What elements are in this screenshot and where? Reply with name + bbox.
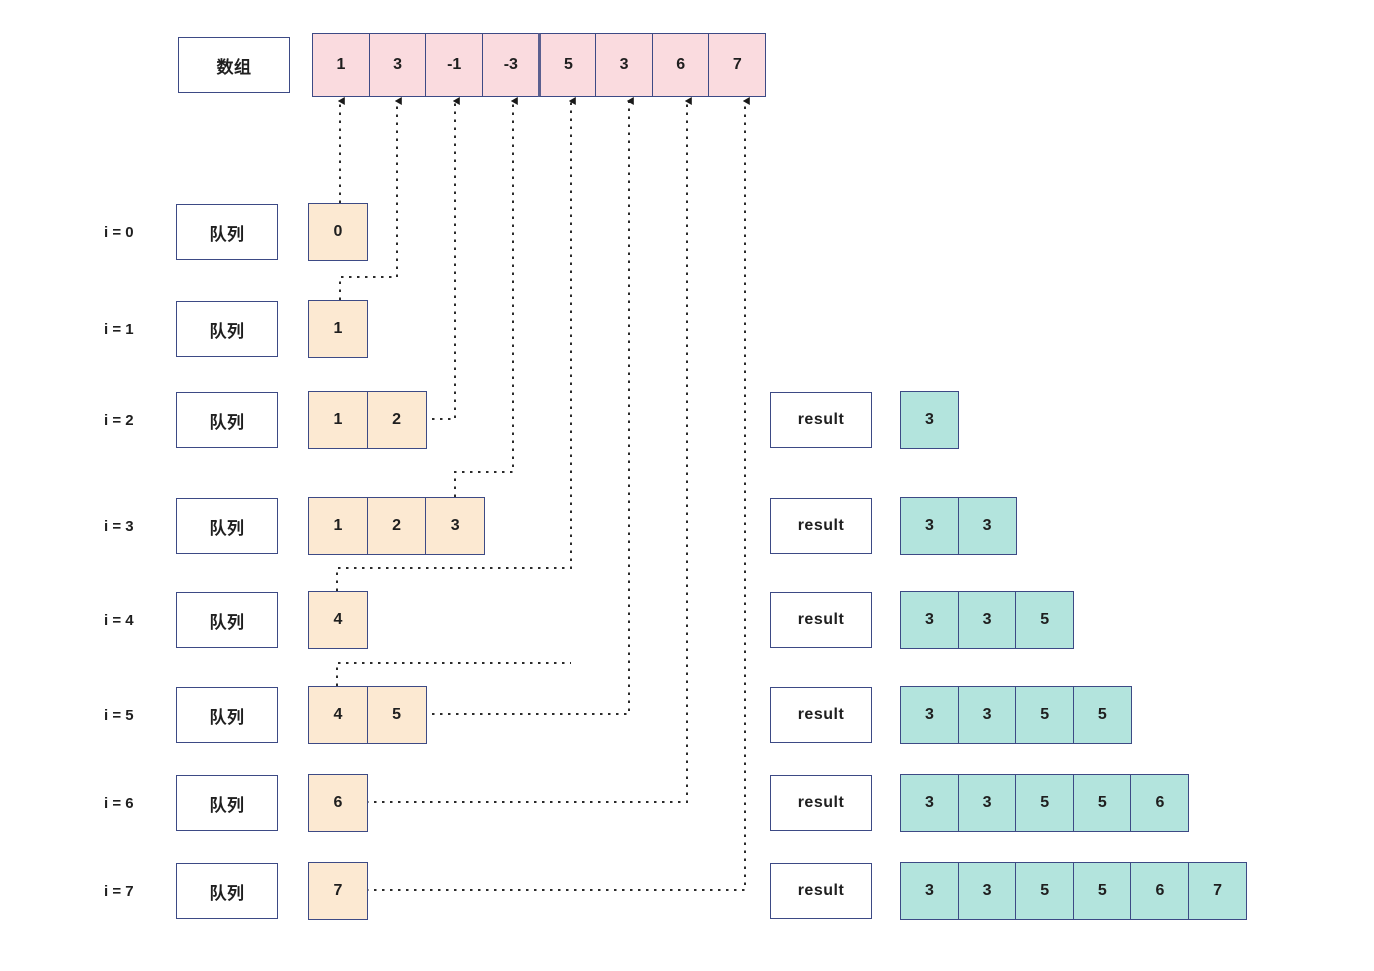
queue-cell: 4	[308, 686, 368, 744]
result-cell: 3	[900, 497, 959, 555]
queue-label-box-7: 队列	[176, 863, 278, 919]
result-cell: 3	[957, 774, 1017, 832]
result-label-box-3: result	[770, 498, 872, 554]
result-cell: 3	[900, 391, 959, 449]
queue-strip-1: 1	[308, 300, 368, 358]
result-cell: 6	[1130, 774, 1190, 832]
step-index-label-1: i = 1	[104, 320, 134, 338]
queue-cell: 1	[308, 300, 368, 358]
queue-label-box-5: 队列	[176, 687, 278, 743]
queue-strip-6: 6	[308, 774, 368, 832]
result-label-box-4: result	[770, 592, 872, 648]
result-label-box-5: result	[770, 687, 872, 743]
wire-array-2	[424, 97, 460, 420]
result-label-box-7: result	[770, 863, 872, 919]
result-label-box-6: result	[770, 775, 872, 831]
queue-cell: 1	[308, 497, 368, 555]
array-cell: -3	[481, 33, 540, 97]
wire-array-5	[424, 97, 634, 715]
result-cell: 3	[900, 774, 959, 832]
result-cell: 5	[1072, 862, 1132, 920]
queue-label-box-6: 队列	[176, 775, 278, 831]
queue-label-box-1: 队列	[176, 301, 278, 357]
result-cell: 3	[900, 862, 959, 920]
result-cell: 3	[957, 591, 1017, 649]
queue-strip-0: 0	[308, 203, 368, 261]
array-cell: 6	[651, 33, 710, 97]
queue-cell: 5	[366, 686, 427, 744]
result-cell: 3	[900, 591, 959, 649]
result-cell: 5	[1015, 774, 1075, 832]
array-cell: 7	[708, 33, 767, 97]
result-cell: 5	[1072, 686, 1132, 744]
array-cell: 5	[538, 33, 597, 97]
array-cell: 3	[368, 33, 427, 97]
result-cell: 6	[1130, 862, 1190, 920]
queue-strip-4: 4	[308, 591, 368, 649]
queue-cell: 3	[425, 497, 486, 555]
step-index-label-5: i = 5	[104, 706, 134, 724]
queue-label-box-2: 队列	[176, 392, 278, 448]
result-cell: 3	[957, 862, 1017, 920]
wire-array-7	[366, 97, 750, 891]
result-cell: 7	[1188, 862, 1248, 920]
result-cell: 3	[900, 686, 959, 744]
array-cell: 3	[595, 33, 654, 97]
queue-cell: 2	[366, 391, 427, 449]
wire-array-1	[339, 97, 402, 300]
result-cell: 5	[1015, 862, 1075, 920]
array-cell: -1	[425, 33, 484, 97]
queue-label-box-4: 队列	[176, 592, 278, 648]
array-label-text: 数组	[216, 57, 252, 77]
result-cell: 3	[957, 686, 1017, 744]
queue-cell: 2	[366, 497, 427, 555]
queue-cell: 4	[308, 591, 368, 649]
wire-array-3	[454, 97, 518, 497]
result-cell: 3	[957, 497, 1017, 555]
queue-cell: 1	[308, 391, 368, 449]
result-cell: 5	[1015, 686, 1075, 744]
step-index-label-0: i = 0	[104, 223, 134, 241]
result-cell: 5	[1072, 774, 1132, 832]
queue-label-box-0: 队列	[176, 204, 278, 260]
queue-cell: 0	[308, 203, 368, 261]
result-cell: 5	[1015, 591, 1075, 649]
queue-label-box-3: 队列	[176, 498, 278, 554]
step-index-label-6: i = 6	[104, 794, 134, 812]
wire-queue-5-stub	[336, 662, 571, 686]
step-index-label-2: i = 2	[104, 411, 134, 429]
queue-cell: 7	[308, 862, 368, 920]
array-cell: 1	[312, 33, 370, 97]
array-label-box: 数组	[178, 37, 290, 93]
result-strip-2: 3	[900, 391, 959, 449]
queue-strip-7: 7	[308, 862, 368, 920]
step-index-label-7: i = 7	[104, 882, 134, 900]
result-label-box-2: result	[770, 392, 872, 448]
step-index-label-3: i = 3	[104, 517, 134, 535]
queue-cell: 6	[308, 774, 368, 832]
step-index-label-4: i = 4	[104, 611, 134, 629]
